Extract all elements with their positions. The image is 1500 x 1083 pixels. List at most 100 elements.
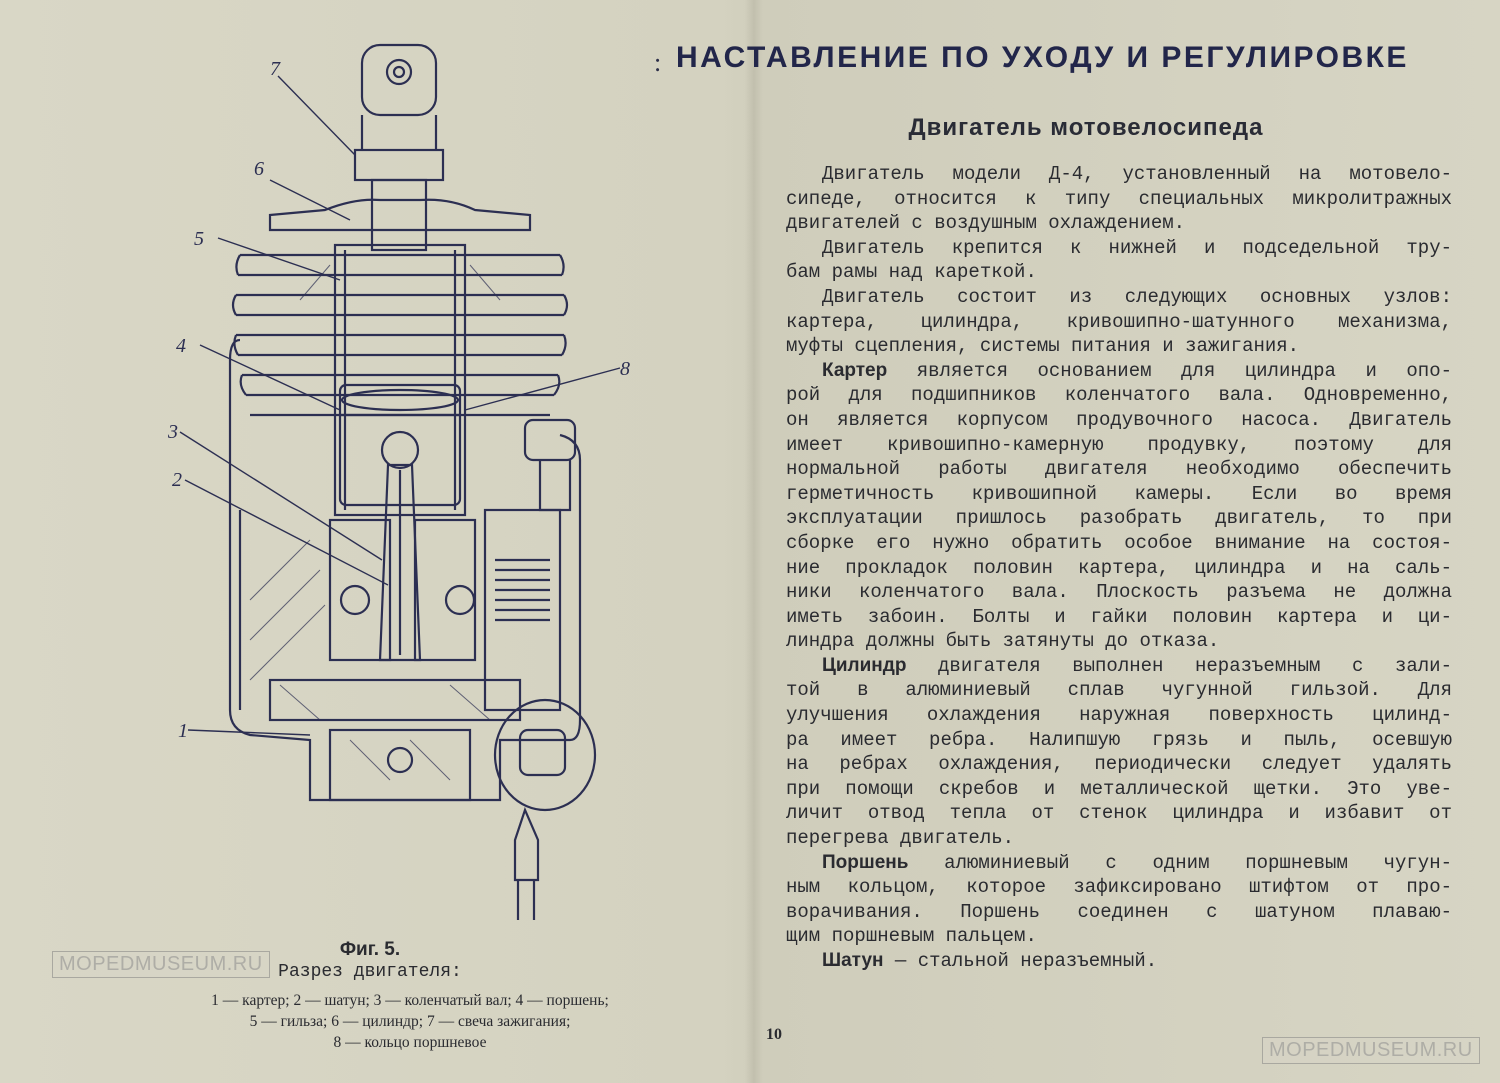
body-line: сипеде, относится к типу специальных мик… (786, 187, 1452, 212)
hv-lead-terminal (513, 806, 540, 882)
body-line-text: ра имеет ребра. Налипшую грязь и пыль, о… (786, 728, 1452, 751)
breather-cap (523, 418, 577, 462)
body-line-text: улучшения охлаждения наружная поверхност… (786, 704, 1452, 727)
header-mark: : (654, 48, 662, 77)
body-line-text: перегрева двигатель. (786, 827, 1015, 850)
body-line-text: сипеде, относится к типу специальных мик… (786, 187, 1452, 210)
section-hatching (249, 264, 501, 781)
body-line-text: ние прокладок половин картера, цилиндра … (786, 556, 1452, 579)
body-line: улучшения охлаждения наружная поверхност… (786, 703, 1452, 728)
page-number: 10 (766, 1026, 782, 1043)
figure-label-5: 5 (194, 228, 204, 250)
body-line-text: является основанием для цилиндра и опо- (887, 359, 1452, 382)
body-line-text: эксплуатации пришлось разобрать двигател… (786, 507, 1452, 530)
body-line: при помощи скребов и металлической щетки… (786, 777, 1452, 802)
figure-label-7: 7 (270, 58, 281, 80)
body-line: Двигатель крепится к нижней и подседельн… (786, 236, 1452, 261)
flywheel-counterweight (328, 728, 472, 802)
section-title: Двигатель мотовелосипеда (908, 114, 1264, 141)
body-line: ники коленчатого вала. Плоскость разъема… (786, 580, 1452, 605)
body-line: ворачивания. Поршень соединен с шатуном … (786, 900, 1452, 925)
term-bold: Поршень (822, 851, 909, 873)
body-line-text: иметь забоин. Болты и гайки половин карт… (786, 605, 1452, 628)
page-title: НАСТАВЛЕНИЕ ПО УХОДУ И РЕГУЛИРОВКЕ (676, 41, 1409, 74)
body-line-text: Двигатель крепится к нижней и подседельн… (822, 236, 1452, 259)
body-line: картера, цилиндра, кривошипно-шатунного … (786, 310, 1452, 335)
body-line: Картер является основанием для цилиндра … (786, 359, 1452, 384)
figure-label-2: 2 (172, 469, 182, 491)
body-line-text: муфты сцепления, системы питания и зажиг… (786, 335, 1300, 358)
cylinder-head (268, 198, 532, 232)
figure-label-1: 1 (178, 720, 188, 742)
term-bold: Цилиндр (822, 654, 907, 676)
figure-label-3: 3 (167, 421, 178, 443)
crankshaft (268, 678, 522, 722)
figure-label-6: 6 (254, 158, 264, 180)
ignition-coil (493, 698, 597, 812)
body-line: Цилиндр двигателя выполнен неразъемным с… (786, 654, 1452, 679)
body-line: эксплуатации пришлось разобрать двигател… (786, 506, 1452, 531)
figure-label-8: 8 (620, 358, 630, 380)
watermark-right: MOPEDMUSEUM.RU (1262, 1037, 1480, 1064)
body-line: герметичность кривошипной камеры. Если в… (786, 482, 1452, 507)
body-line: двигателей с воздушным охлаждением. (786, 211, 1452, 236)
body-line: Поршень алюминиевый с одним поршневым чу… (786, 851, 1452, 876)
spark-plug-terminal (385, 58, 413, 86)
figure-label-4: 4 (176, 335, 186, 357)
body-line: щим поршневым пальцем. (786, 924, 1452, 949)
body-line-text: на ребрах охлаждения, периодически следу… (786, 753, 1452, 776)
body-line-text: он является корпусом продувочного насоса… (786, 408, 1452, 431)
body-line-text: картера, цилиндра, кривошипно-шатунного … (786, 310, 1452, 333)
magneto-coil (495, 558, 550, 622)
spark-plug-cap (360, 43, 438, 117)
body-line: линдра должны быть затянуты до отказа. (786, 629, 1452, 654)
body-line-text: сборке его нужно обратить особое внимани… (786, 531, 1452, 554)
legend-line: 5 — гильза; 6 — цилиндр; 7 — свеча зажиг… (249, 1013, 571, 1030)
cooling-fins (231, 253, 569, 417)
body-line: Шатун — стальной неразъемный. (786, 949, 1452, 974)
body-line-text: ным кольцом, которое зафиксировано штифт… (786, 876, 1452, 899)
crank-web-left (328, 518, 392, 662)
main-bearing-left (339, 584, 371, 616)
body-line-text: имеет кривошипно-камерную продувку, поэт… (786, 433, 1452, 456)
body-line-text: двигателей с воздушным охлаждением. (786, 212, 1186, 235)
body-line-text: алюминиевый с одним поршневым чугун- (908, 851, 1452, 874)
body-line: сборке его нужно обратить особое внимани… (786, 531, 1452, 556)
body-line-text: Двигатель состоит из следующих основных … (822, 285, 1452, 308)
body-line-text: ворачивания. Поршень соединен с шатуном … (786, 900, 1452, 923)
body-line: муфты сцепления, системы питания и зажиг… (786, 334, 1452, 359)
body-line: Двигатель модели Д-4, установленный на м… (786, 162, 1452, 187)
figure-caption: Фиг. 5. (339, 939, 401, 960)
legend-line: 8 — кольцо поршневое (333, 1034, 487, 1051)
body-line-text: при помощи скребов и металлической щетки… (786, 777, 1452, 800)
body-line: нормальной работы двигателя необходимо о… (786, 457, 1452, 482)
figure-legend: 1 — картер; 2 — шатун; 3 — коленчатый ва… (70, 990, 750, 1053)
body-line: Двигатель состоит из следующих основных … (786, 285, 1452, 310)
body-line-text: щим поршневым пальцем. (786, 925, 1037, 948)
term-bold: Картер (822, 359, 888, 381)
body-line-text: герметичность кривошипной камеры. Если в… (786, 482, 1452, 505)
magneto-housing (483, 508, 562, 712)
figure-subtitle: Разрез двигателя: (278, 962, 462, 982)
body-line: ра имеет ребра. Налипшую грязь и пыль, о… (786, 728, 1452, 753)
body-line: имеет кривошипно-камерную продувку, поэт… (786, 433, 1452, 458)
body-line-text: бам рамы над кареткой. (786, 261, 1037, 284)
hv-lead-cable (516, 880, 536, 920)
engine-cross-section-drawing: 7 6 5 4 3 2 8 1 (167, 43, 630, 920)
spark-plug-thread (370, 178, 428, 252)
body-line-text: личит отвод тепла от стенок цилиндра и и… (786, 802, 1452, 825)
legend-line: 1 — картер; 2 — шатун; 3 — коленчатый ва… (211, 992, 609, 1009)
watermark-left: MOPEDMUSEUM.RU (52, 951, 270, 978)
piston-pin (380, 430, 420, 470)
crank-web-right (413, 518, 477, 662)
body-line: перегрева двигатель. (786, 826, 1452, 851)
body-text: Двигатель модели Д-4, установленный на м… (786, 162, 1452, 974)
leader-lines (179, 75, 621, 736)
body-line-text: той в алюминиевый сплав чугунной гильзой… (786, 679, 1452, 702)
body-line-text: рой для подшипников коленчатого вала. Од… (786, 384, 1452, 407)
body-line-text: линдра должны быть затянуты до отказа. (786, 630, 1220, 653)
body-line-text: ники коленчатого вала. Плоскость разъема… (786, 581, 1452, 604)
body-line: иметь забоин. Болты и гайки половин карт… (786, 605, 1452, 630)
body-line: ние прокладок половин картера, цилиндра … (786, 556, 1452, 581)
